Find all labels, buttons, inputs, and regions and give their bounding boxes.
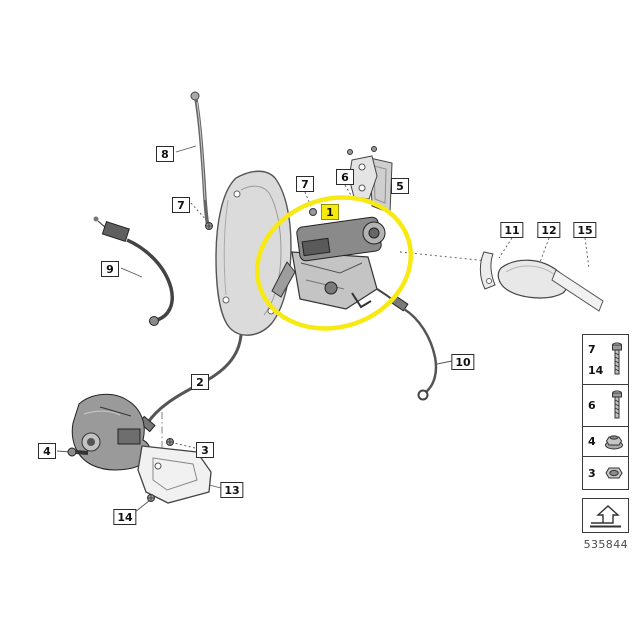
callout-14[interactable]: 14 xyxy=(113,509,137,525)
legend-row-screw: 6 xyxy=(583,385,628,427)
leader-lines xyxy=(56,145,590,513)
legend-row-flange-nut: 4 xyxy=(583,427,628,457)
legend-label[interactable]: 6 xyxy=(588,399,596,412)
part-12-door-handle xyxy=(497,259,568,299)
callout-11[interactable]: 11 xyxy=(500,222,524,238)
callout-3[interactable]: 3 xyxy=(196,442,214,458)
callout-7[interactable]: 7 xyxy=(296,176,314,192)
part-carrier-plate xyxy=(215,170,292,336)
callout-7[interactable]: 7 xyxy=(172,197,190,213)
legend-label[interactable]: 4 xyxy=(588,435,596,448)
callout-5[interactable]: 5 xyxy=(391,178,409,194)
part-13-bracket xyxy=(137,445,212,504)
callout-15[interactable]: 15 xyxy=(573,222,597,238)
part-1-lock-actuator xyxy=(271,216,401,310)
part-7-screws xyxy=(205,208,317,230)
legend-label[interactable]: 7 xyxy=(588,342,596,356)
flange-nut-icon xyxy=(605,435,623,450)
callout-2[interactable]: 2 xyxy=(191,374,209,390)
fastener-legend: 7 14 6 4 xyxy=(582,334,629,490)
part-8-rod xyxy=(190,91,210,228)
callout-6[interactable]: 6 xyxy=(336,169,354,185)
part-10-bowden-cable xyxy=(390,295,438,401)
callout-8[interactable]: 8 xyxy=(156,146,174,162)
part-6-bracket xyxy=(347,146,378,200)
legend-label[interactable]: 3 xyxy=(588,466,596,480)
legend-row-screws: 7 14 xyxy=(583,335,628,385)
part-11-gasket xyxy=(479,251,496,290)
callout-4[interactable]: 4 xyxy=(38,443,56,459)
callout-1[interactable]: 1 xyxy=(321,204,339,220)
hex-nut-icon xyxy=(605,467,623,479)
direction-indicator-box xyxy=(582,498,629,533)
direction-arrow-icon xyxy=(590,504,621,527)
callout-13[interactable]: 13 xyxy=(220,482,244,498)
legend-row-hex-nut: 3 xyxy=(583,457,628,489)
screw-icon xyxy=(612,342,622,374)
diagram-part-number: 535844 xyxy=(583,538,628,551)
callout-12[interactable]: 12 xyxy=(537,222,561,238)
highlight-ellipse xyxy=(254,195,414,331)
legend-label[interactable]: 14 xyxy=(588,363,604,377)
callout-10[interactable]: 10 xyxy=(451,354,475,370)
part-lock-module xyxy=(67,393,174,471)
part-9-cable xyxy=(93,216,174,326)
callout-9[interactable]: 9 xyxy=(101,261,119,277)
part-15-trim-strip xyxy=(551,269,604,312)
screw-long-icon xyxy=(612,390,622,418)
